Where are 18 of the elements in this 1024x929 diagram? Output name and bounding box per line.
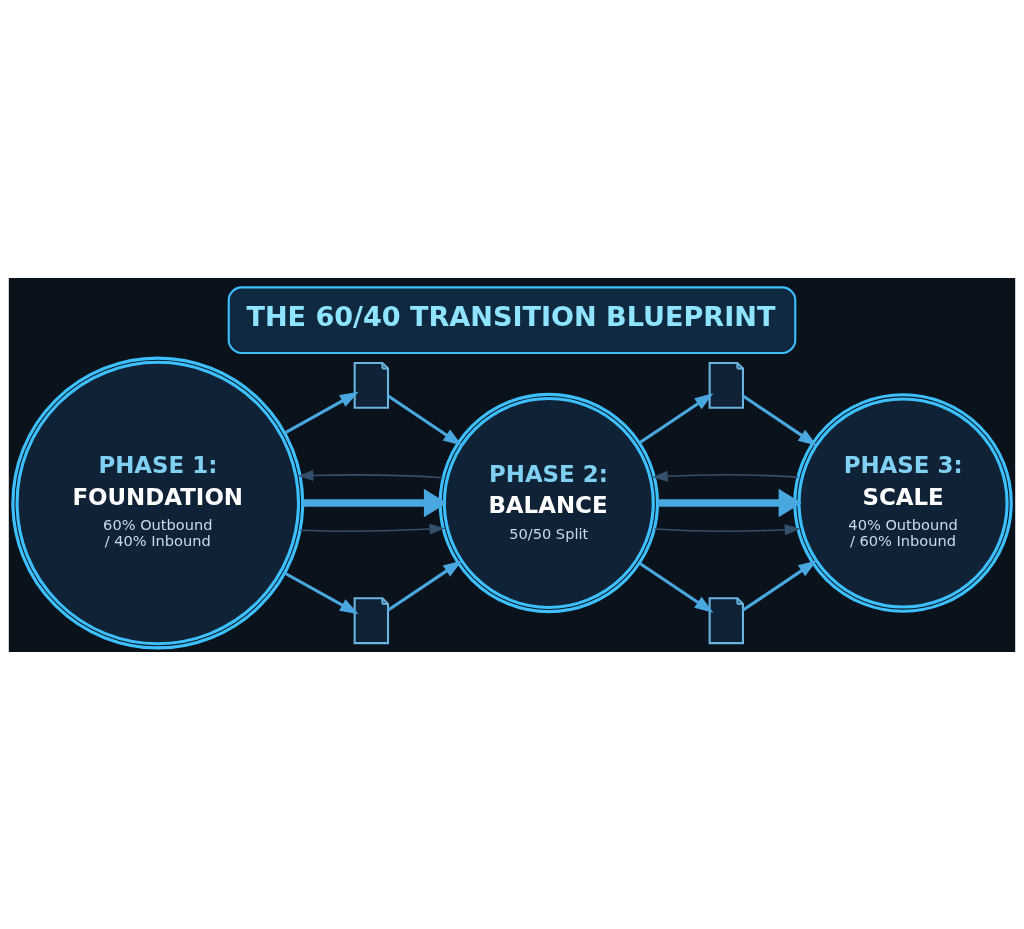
arrow <box>283 391 359 434</box>
arrow <box>742 559 818 611</box>
node-circle: PHASE 1: FOUNDATION 60% Outbound / 40% Inbound <box>11 356 305 649</box>
arrow <box>297 469 444 481</box>
arrow <box>387 560 463 611</box>
arrow <box>657 488 802 517</box>
arrow <box>638 561 714 613</box>
node-circle: PHASE 3: SCALE 40% Outbound / 60% Inbound <box>793 392 1013 613</box>
arrow <box>387 394 463 445</box>
arrow <box>652 470 799 482</box>
node-circle: PHASE 2: BALANCE 50/50 Split <box>438 392 659 613</box>
arrow <box>302 488 448 517</box>
diagram-title: THE 60/40 TRANSITION BLUEPRINT <box>246 300 776 332</box>
arrow <box>653 523 801 535</box>
arrow <box>742 394 818 446</box>
arrow <box>638 392 714 444</box>
arrow <box>283 571 359 614</box>
arrow <box>299 523 446 535</box>
